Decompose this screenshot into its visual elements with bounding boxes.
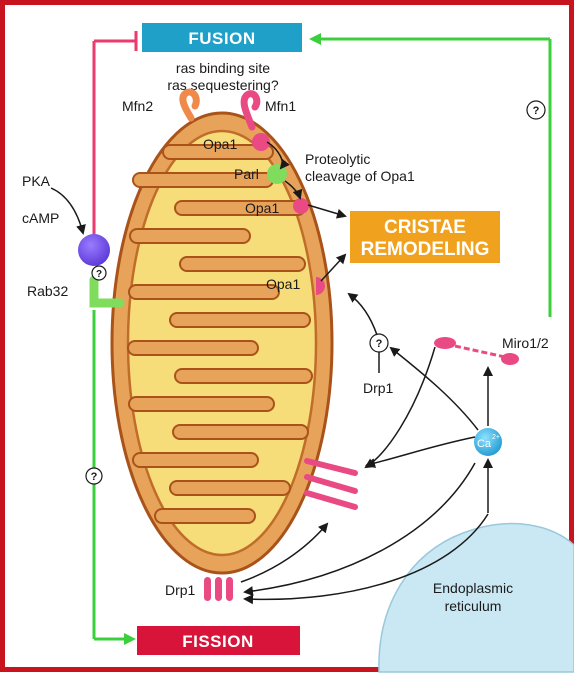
opa1-cleavage-arrow [266, 141, 290, 170]
fission-label: FISSION [182, 632, 254, 651]
proteolytic-label-1: Proteolytic [305, 151, 370, 167]
pka-label: PKA [22, 173, 51, 189]
question-text-fission: ? [91, 471, 98, 483]
er-label-1: Endoplasmic [433, 580, 513, 596]
rab32-protein [89, 275, 125, 308]
calcium-icon [474, 428, 502, 456]
camp-label: cAMP [22, 210, 59, 226]
mitochondria-diagram: Endoplasmic reticulum FUSION ras binding… [22, 23, 574, 673]
drp1-cristae-arrow [347, 292, 378, 336]
question-text-drp1: ? [376, 338, 383, 350]
proteolytic-label-2: cleavage of Opa1 [305, 168, 415, 184]
miro-drp1-arrow [364, 346, 436, 469]
ras-label-1: ras binding site [176, 60, 270, 76]
miro-protein [434, 337, 519, 365]
drp1-label-right: Drp1 [363, 380, 394, 396]
pka-protein [78, 234, 110, 266]
rab32-label: Rab32 [27, 283, 68, 299]
drp1-cytosol-protein [204, 577, 233, 601]
er-label-2: reticulum [445, 598, 502, 614]
er-drp1-arrow-2 [243, 513, 489, 605]
ras-label-2: ras sequestering? [167, 77, 279, 93]
opa1-top [252, 133, 270, 151]
parl-protein [267, 164, 287, 184]
opa1-label-1: Opa1 [203, 136, 237, 152]
question-text-miro: ? [533, 105, 540, 117]
pka-arrow [50, 187, 86, 235]
drp1-recruit-arrow-1 [240, 522, 329, 583]
opa1-middle [293, 198, 309, 214]
cristae [127, 144, 313, 524]
er-shape [378, 522, 574, 673]
fusion-label: FUSION [188, 29, 255, 48]
opa1-label-2: Opa1 [245, 200, 279, 216]
cristae-label-2: REMODELING [361, 239, 490, 260]
fission-box [137, 626, 300, 655]
cristae-label-1: CRISTAE [384, 217, 466, 238]
drp1-oligomers [304, 458, 358, 510]
question-icon-fission [85, 467, 103, 485]
parl-label: Parl [234, 166, 259, 182]
question-icon-rab32 [91, 265, 107, 281]
opa1-cristae-arrow-2 [320, 253, 347, 282]
miro-label: Miro1/2 [502, 335, 549, 351]
drp1-label-bottom: Drp1 [165, 582, 196, 598]
mfn1-protein [240, 90, 261, 131]
ca-label: Ca [477, 438, 492, 450]
parl-to-opa1-arrow [284, 180, 303, 200]
mfn1-label: Mfn1 [265, 98, 296, 114]
opa1-cristae-arrow-1 [307, 204, 347, 219]
cristae-box [350, 211, 500, 263]
ca-sup-label: 2+ [492, 434, 500, 441]
question-text-rab32: ? [96, 269, 102, 280]
opa1-label-3: Opa1 [266, 276, 300, 292]
mfn2-label: Mfn2 [122, 98, 153, 114]
opa1-lower [316, 277, 325, 295]
er-drp1-arrow [243, 462, 476, 597]
calcium-drp1-arrow [389, 346, 479, 431]
question-icon-miro [526, 100, 546, 120]
calcium-fission-arrow [365, 436, 476, 468]
mfn2-protein [179, 88, 200, 122]
fusion-box [142, 23, 302, 52]
